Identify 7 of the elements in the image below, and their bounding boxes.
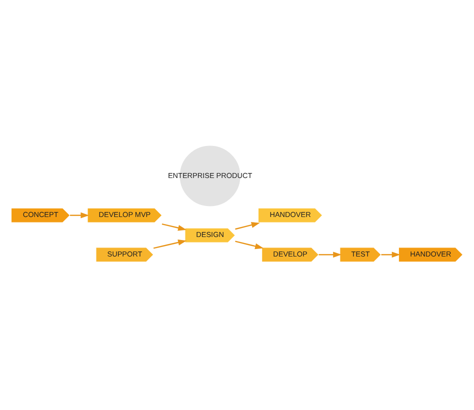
arrow — [318, 251, 342, 258]
arrow — [235, 240, 264, 249]
arrow — [381, 251, 400, 258]
arrow — [70, 212, 90, 218]
arrow — [153, 239, 187, 248]
arrow — [162, 222, 187, 230]
arrow — [235, 222, 260, 230]
